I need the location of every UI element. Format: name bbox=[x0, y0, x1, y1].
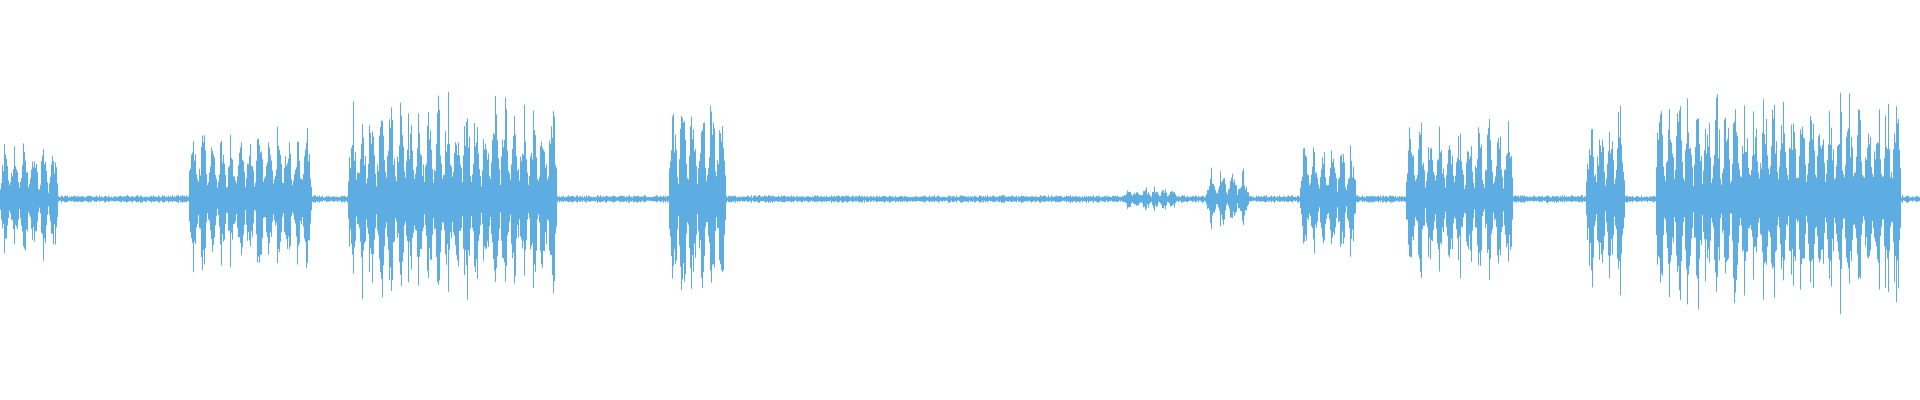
waveform-trace bbox=[0, 91, 1920, 315]
